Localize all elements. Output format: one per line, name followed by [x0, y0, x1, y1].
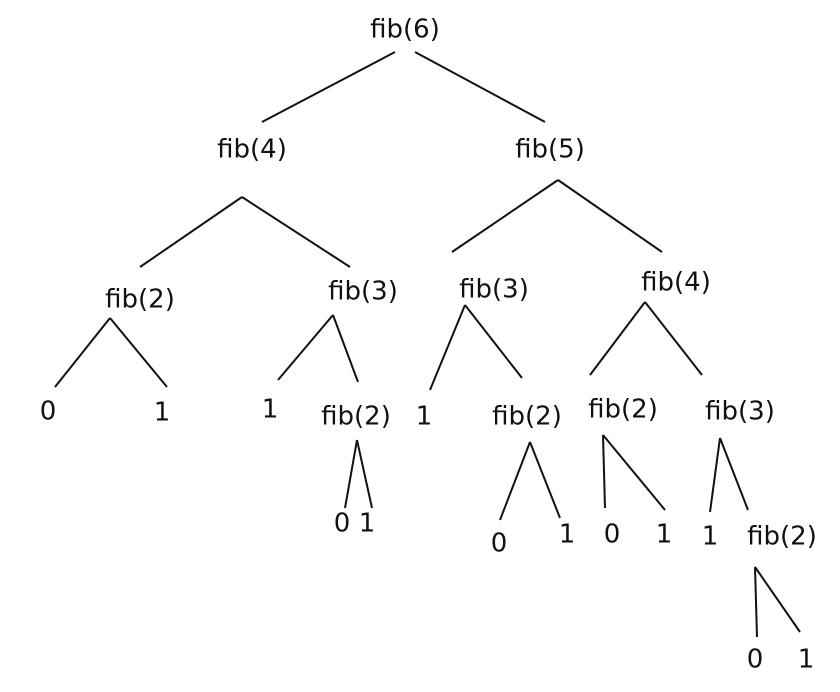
node-leaf-1: 1	[702, 522, 719, 552]
node-leaf-0: 0	[604, 520, 621, 550]
edge-n1-n2	[261, 51, 396, 123]
edge-n7-n15	[644, 301, 703, 376]
edge-n5-n11	[332, 314, 359, 383]
edge-n14-n21	[602, 434, 666, 511]
edge-n5-n10	[277, 314, 334, 381]
node-fib-3: fib(3)	[328, 277, 398, 307]
edge-n23-n25	[754, 566, 801, 633]
node-fib-2: fib(2)	[492, 402, 562, 432]
node-fib-6: fib(6)	[370, 15, 440, 45]
node-fib-5: fib(5)	[515, 135, 585, 165]
edge-n11-n17	[356, 439, 373, 509]
edge-n6-n13	[464, 304, 523, 379]
node-leaf-1: 1	[262, 395, 279, 425]
node-fib-3: fib(3)	[459, 275, 529, 305]
edge-n4-n8	[54, 317, 111, 388]
node-fib-3: fib(3)	[705, 397, 775, 427]
node-leaf-0: 0	[747, 645, 764, 675]
edge-n1-n3	[414, 51, 546, 123]
node-leaf-0: 0	[491, 529, 508, 559]
edge-n15-n22	[709, 437, 721, 513]
node-leaf-1: 1	[798, 645, 815, 675]
edge-n7-n14	[589, 301, 646, 376]
node-fib-2: fib(2)	[747, 522, 817, 552]
tree-nodes: fib(6) fib(4) fib(5) fib(2) fib(3) fib(3…	[40, 15, 817, 675]
edge-n4-n9	[109, 317, 168, 388]
node-leaf-0: 0	[40, 397, 57, 427]
edge-n11-n16	[344, 439, 358, 509]
edge-n3-n6	[451, 179, 559, 253]
node-fib-4: fib(4)	[217, 135, 287, 165]
edge-n3-n7	[557, 179, 663, 253]
node-leaf-1: 1	[416, 402, 433, 432]
edge-n2-n5	[241, 196, 351, 268]
edge-n15-n23	[719, 437, 749, 511]
node-leaf-1: 1	[656, 520, 673, 550]
edge-n6-n12	[429, 304, 466, 391]
node-fib-2: fib(2)	[588, 395, 658, 425]
edge-n14-n20	[602, 434, 606, 509]
node-leaf-1: 1	[559, 520, 576, 550]
node-fib-2: fib(2)	[105, 285, 175, 315]
node-fib-2: fib(2)	[321, 402, 391, 432]
edge-n13-n19	[529, 441, 561, 519]
edge-n2-n4	[139, 196, 243, 268]
node-leaf-1: 1	[359, 509, 376, 539]
node-fib-4: fib(4)	[641, 268, 711, 298]
edge-n23-n24	[754, 566, 758, 638]
tree-edges	[54, 51, 801, 638]
edge-n13-n18	[499, 441, 531, 521]
node-leaf-1: 1	[154, 398, 171, 428]
node-leaf-0: 0	[334, 509, 351, 539]
